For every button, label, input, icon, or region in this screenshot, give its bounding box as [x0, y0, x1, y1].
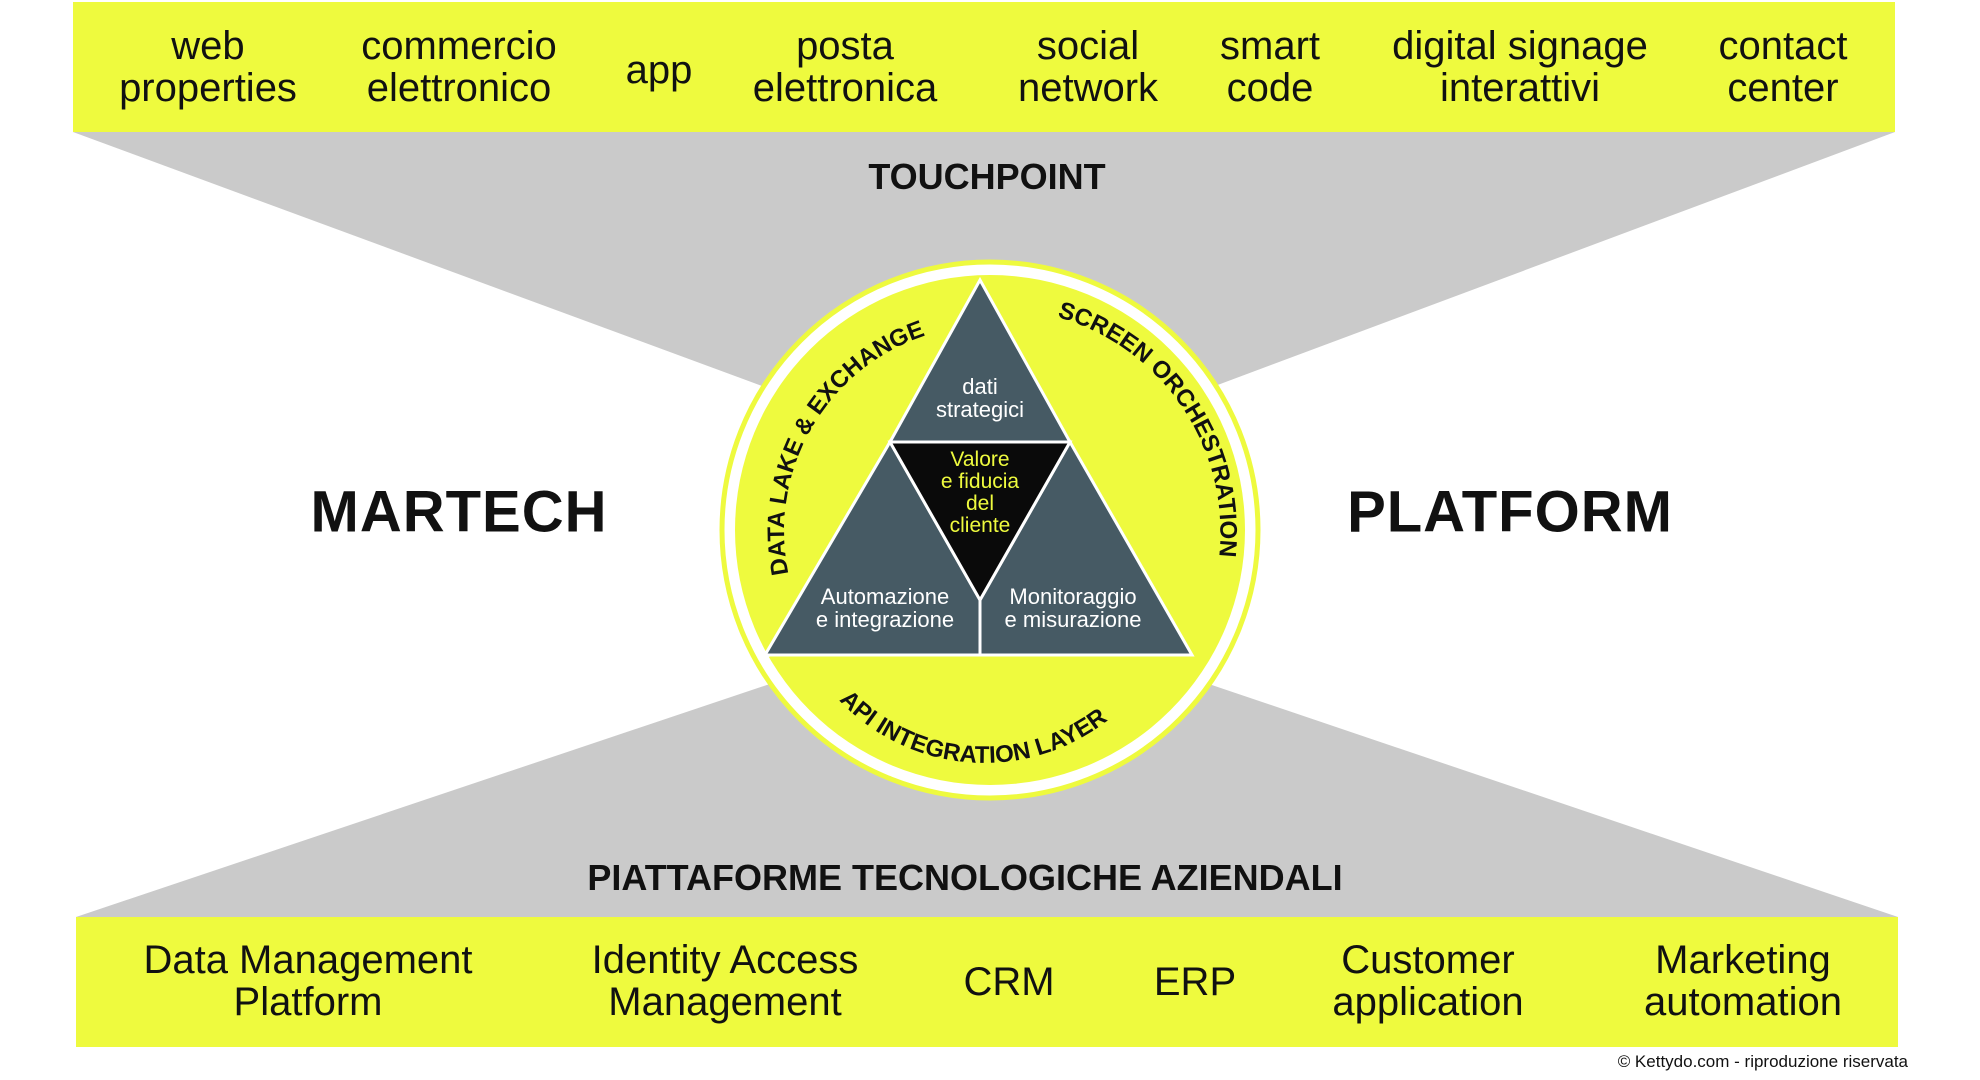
platform-customer-application: Customer application [1332, 939, 1523, 1023]
touchpoint-app: app [626, 49, 693, 91]
triangle-center-label: Valore e fiducia del cliente [941, 449, 1019, 537]
touchpoint-line2: network [1017, 66, 1159, 110]
touchpoint-line1: web [171, 24, 245, 68]
platform-identity-access: Identity Access Management [592, 939, 859, 1023]
touchpoint-line1: social [1036, 24, 1140, 68]
platform-line1: CRM [963, 960, 1055, 1004]
triangle-center-line4: cliente [949, 514, 1011, 537]
triangle-right-label: Monitoraggio e misurazione [1005, 585, 1142, 631]
touchpoint-smart-code: smart code [1220, 25, 1320, 109]
triangle-top-line1: dati [962, 374, 998, 399]
touchpoint-line1: app [625, 48, 693, 92]
touchpoint-line1: commercio [361, 24, 557, 68]
touchpoint-band [73, 2, 1895, 132]
enterprise-platforms-heading: PIATTAFORME TECNOLOGICHE AZIENDALI [587, 857, 1343, 898]
triangle-center-line3: del [965, 492, 995, 515]
platform-label: PLATFORM [1347, 479, 1673, 545]
platform-crm: CRM [963, 961, 1054, 1003]
touchpoint-social-network: social network [1018, 25, 1158, 109]
touchpoint-line2: center [1727, 66, 1839, 110]
triangle-top-label: dati strategici [936, 375, 1024, 421]
touchpoint-line2: elettronico [366, 66, 552, 110]
platform-line2: application [1332, 980, 1524, 1024]
platform-line1: Customer [1341, 938, 1515, 982]
platform-line1: ERP [1153, 960, 1237, 1004]
touchpoint-contact-center: contact center [1719, 25, 1848, 109]
touchpoint-posta-elettronica: posta elettronica [753, 25, 938, 109]
touchpoint-line1: contact [1718, 24, 1848, 68]
platform-line2: Management [608, 980, 842, 1024]
platform-line1: Marketing [1655, 938, 1831, 982]
touchpoint-line1: digital signage [1392, 24, 1648, 68]
platform-line2: automation [1644, 980, 1842, 1024]
triangle-left-line1: Automazione [820, 584, 950, 609]
platform-erp: ERP [1154, 961, 1236, 1003]
martech-label: MARTECH [310, 479, 608, 545]
triangle-right-line1: Monitoraggio [1009, 584, 1137, 609]
triangle-center-line1: Valore [950, 448, 1010, 471]
platform-line1: Identity Access [591, 938, 859, 982]
triangle-center [887, 440, 1073, 604]
touchpoint-digital-signage: digital signage interattivi [1392, 25, 1648, 109]
touchpoint-heading: TOUCHPOINT [868, 156, 1106, 197]
touchpoint-line2: code [1226, 66, 1314, 110]
platform-data-management: Data Management Platform [143, 939, 472, 1023]
touchpoint-line2: elettronica [752, 66, 938, 110]
touchpoint-line2: interattivi [1439, 66, 1601, 110]
triangle-center-line2: e fiducia [940, 470, 1020, 493]
touchpoint-commercio-elettronico: commercio elettronico [361, 25, 557, 109]
touchpoint-web-properties: web properties [119, 25, 297, 109]
platform-marketing-automation: Marketing automation [1644, 939, 1842, 1023]
triangle-left-line2: e integrazione [815, 607, 955, 632]
touchpoint-line2: properties [119, 66, 297, 110]
copyright-credit: © Kettydo.com - riproduzione riservata [1617, 1052, 1908, 1071]
touchpoint-line1: smart [1220, 24, 1320, 68]
triangle-right-line2: e misurazione [1004, 607, 1142, 632]
triangle-top-line2: strategici [935, 397, 1025, 422]
triangle-left-label: Automazione e integrazione [816, 585, 954, 631]
platform-line1: Data Management [143, 938, 473, 982]
touchpoint-line1: posta [796, 24, 894, 68]
platforms-band [76, 917, 1898, 1047]
platform-line2: Platform [233, 980, 383, 1024]
